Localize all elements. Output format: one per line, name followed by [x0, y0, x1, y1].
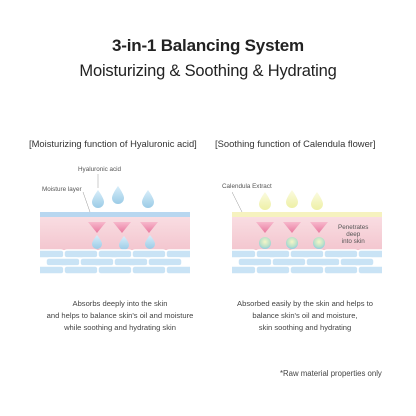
panel-heading-hyaluronic: [Moisturizing function of Hyaluronic aci… [29, 138, 197, 149]
water-drop-icon [112, 186, 124, 204]
label-calendula-extract: Calendula Extract [222, 183, 272, 190]
absorbed-orb-icon [313, 237, 325, 249]
calendula-drop-icon [311, 192, 323, 210]
skin-layer [40, 217, 190, 250]
skin-cell-layer [232, 249, 382, 275]
water-drop-icon [142, 190, 154, 208]
hyaluronic-diagram [40, 174, 190, 275]
water-drop-icon [119, 236, 129, 250]
arrow-down-icon [310, 222, 328, 233]
page-title: 3-in-1 Balancing System [112, 36, 304, 55]
absorbed-orb-icon [286, 237, 298, 249]
label-penetrates-deep: Penetrates deep into skin [338, 224, 369, 245]
calendula-layer [232, 212, 382, 217]
arrow-down-icon [140, 222, 158, 233]
skin-cell-layer [40, 249, 190, 275]
arrow-down-icon [88, 222, 106, 233]
water-drop-icon [92, 235, 102, 249]
water-drop-icon [92, 190, 104, 208]
absorbed-orb-icon [259, 237, 271, 249]
arrow-down-icon [256, 222, 274, 233]
label-moisture-layer: Moisture layer [42, 186, 82, 193]
label-hyaluronic-acid: Hyaluronic acid [78, 166, 122, 173]
description-hyaluronic: Absorbs deeply into the skin and helps t… [46, 299, 194, 332]
arrow-down-icon [283, 222, 301, 233]
page-subtitle: Moisturizing & Soothing & Hydrating [79, 62, 337, 80]
arrow-down-icon [113, 222, 131, 233]
calendula-diagram [232, 190, 382, 275]
calendula-drop-icon [259, 192, 271, 210]
moisture-layer [40, 212, 190, 217]
water-drop-icon [145, 235, 155, 249]
panel-heading-calendula: [Soothing function of Calendula flower] [215, 138, 376, 149]
footnote: *Raw material properties only [280, 369, 382, 378]
description-calendula: Absorbed easily by the skin and helps to… [237, 299, 373, 332]
calendula-drop-icon [286, 190, 298, 208]
